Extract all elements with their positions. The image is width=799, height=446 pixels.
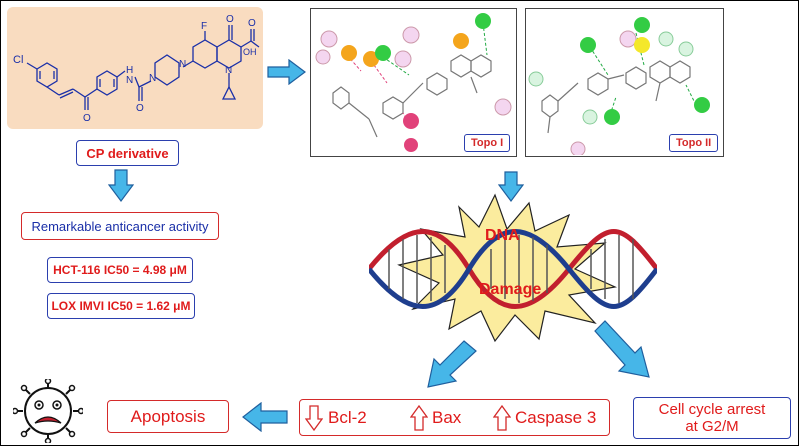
atom-n4: N: [225, 65, 232, 76]
caspase3-label: Caspase 3: [515, 408, 597, 427]
arrow-down-icon: [108, 169, 134, 202]
bax-label: Bax: [432, 408, 462, 427]
topo1-label: Topo I: [464, 134, 511, 152]
protein-markers-box: Bcl-2 Bax Caspase 3: [299, 399, 610, 436]
atom-cl: Cl: [13, 54, 23, 66]
docking-panel-topo1: Topo I: [310, 8, 517, 157]
docking-panel-topo2: Topo II: [525, 8, 724, 157]
cp-derivative-box: CP derivative: [76, 140, 179, 166]
apoptosis-box: Apoptosis: [107, 400, 229, 433]
arrow-down-icon: [498, 171, 524, 202]
atom-n2: N: [149, 73, 156, 84]
up-arrow-icon: [493, 405, 511, 431]
topo1-interaction-diagram: [315, 13, 512, 152]
arrow-down-right-icon: [594, 320, 650, 378]
atom-oh: OH: [243, 47, 257, 57]
arrow-right-icon: [267, 59, 306, 85]
cell-cycle-arrest-box: Cell cycle arrest at G2/M: [633, 397, 791, 439]
cp-derivative-structure: Cl O H N O N N N F O O OH: [13, 14, 260, 124]
atom-o-acid: O: [248, 18, 256, 29]
topo2-interaction-diagram: [528, 17, 710, 157]
cell-cycle-line2: at G2/M: [685, 418, 739, 435]
topo2-label: Topo II: [669, 134, 719, 152]
dna-damage-burst: [369, 193, 657, 343]
atom-o-top: O: [226, 14, 234, 25]
arrow-down-left-icon: [427, 340, 477, 388]
anticancer-activity-box: Remarkable anticancer activity: [21, 212, 219, 240]
lox-imvi-ic50-box: LOX IMVI IC50 = 1.62 μM: [47, 293, 195, 319]
damage-label: Damage: [479, 281, 542, 298]
hct116-ic50-box: HCT-116 IC50 = 4.98 μM: [47, 257, 193, 283]
atom-nh: H: [126, 65, 133, 76]
down-arrow-icon: [305, 405, 323, 431]
molecule-panel: Cl O H N O N N N F O O OH: [7, 7, 263, 129]
atom-o-chalcone: O: [83, 113, 91, 124]
bcl2-label: Bcl-2: [328, 408, 367, 427]
virus-icon: [13, 379, 83, 443]
arrow-left-icon: [242, 402, 288, 432]
cell-cycle-line1: Cell cycle arrest: [658, 401, 766, 418]
dna-label: DNA: [485, 227, 520, 244]
atom-n3: N: [179, 59, 186, 70]
up-arrow-icon: [410, 405, 428, 431]
atom-n1: N: [126, 75, 133, 86]
atom-f: F: [201, 21, 207, 32]
atom-o-amide: O: [136, 103, 144, 114]
